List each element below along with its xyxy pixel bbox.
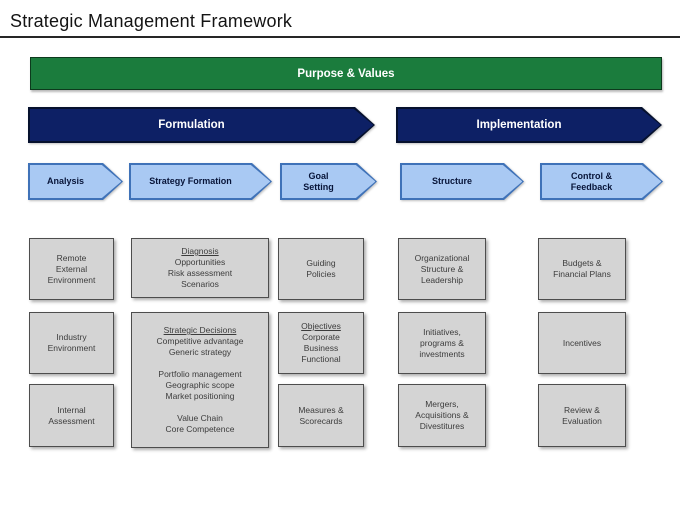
step-label: Structure: [431, 176, 472, 186]
arrow-fill: [30, 109, 374, 142]
arrow-fill: [398, 109, 661, 142]
purpose-values-banner: Purpose & Values: [30, 57, 662, 90]
step-arrow-structure: Structure: [400, 163, 524, 200]
box-measures-scorecards: Measures &Scorecards: [278, 384, 364, 447]
step-arrow-strategy-formation: Strategy Formation: [129, 163, 272, 200]
phase-arrow-formulation: Formulation: [28, 107, 375, 143]
phase-arrow-implementation: Implementation: [396, 107, 662, 143]
arrow-fill: [542, 165, 662, 199]
step-arrow-control-feedback: Control &Feedback: [540, 163, 663, 200]
arrow-fill: [282, 165, 376, 199]
page-title: Strategic Management Framework: [10, 11, 293, 31]
box-mergers-acquisitions-divestitures: Mergers,Acquisitions &Divestitures: [398, 384, 486, 447]
step-label: Strategy Formation: [149, 176, 232, 186]
arrow-fill: [30, 165, 122, 199]
phase-label: Implementation: [476, 119, 562, 131]
box-incentives: Incentives: [538, 312, 626, 374]
title-divider: [0, 36, 680, 38]
box-budgets-financial-plans: Budgets &Financial Plans: [538, 238, 626, 300]
arrow-fill: [402, 165, 523, 199]
phase-label: Formulation: [158, 119, 225, 131]
arrow-fill: [131, 165, 271, 199]
step-label: Analysis: [46, 176, 85, 186]
banner-label: Purpose & Values: [297, 67, 395, 80]
step-label: Control &Feedback: [570, 170, 613, 192]
box-review-evaluation: Review &Evaluation: [538, 384, 626, 447]
step-arrow-analysis: Analysis: [28, 163, 123, 200]
box-initiatives-programs-investments: Initiatives,programs &investments: [398, 312, 486, 374]
